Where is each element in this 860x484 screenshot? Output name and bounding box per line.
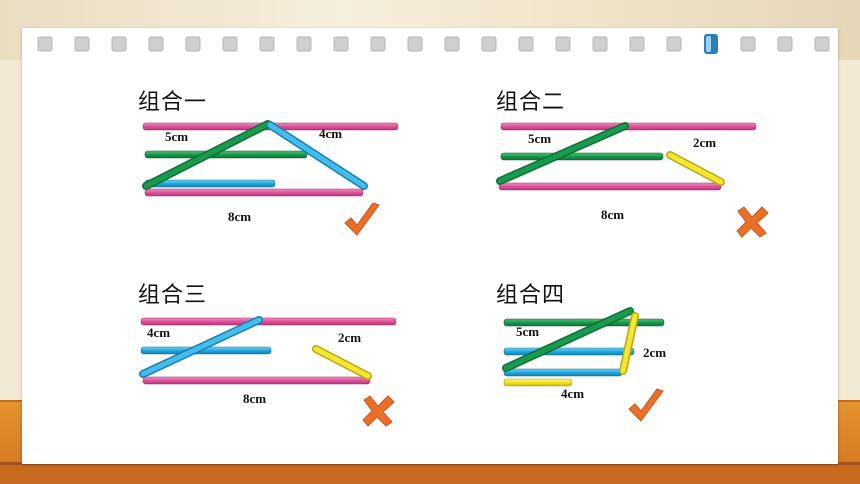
combo-4-label-5cm: 5cm: [516, 324, 540, 339]
paper-sheet: [22, 28, 838, 464]
combo-1-label-4cm: 4cm: [319, 126, 343, 141]
check-mark-icon: [628, 388, 664, 422]
pink-stick-base: [142, 376, 371, 385]
pink-stick-base: [498, 182, 722, 191]
combo-4-title: 组合四: [496, 283, 566, 308]
blue-stick: [503, 347, 635, 356]
combo-1-title: 组合一: [138, 90, 208, 115]
combo-1-label-5cm: 5cm: [165, 129, 189, 144]
binder-holes: [37, 34, 830, 54]
green-stick: [503, 318, 665, 327]
combo-2-sticks: [496, 122, 757, 191]
combo-4-label-4cm: 4cm: [561, 386, 585, 401]
combo-3-label-8cm: 8cm: [243, 391, 267, 406]
yellow-stick: [503, 378, 573, 387]
combo-3-label-4cm: 4cm: [147, 325, 171, 340]
combo-3-label-2cm: 2cm: [338, 330, 362, 345]
combo-2-label-5cm: 5cm: [528, 131, 552, 146]
combo-1-label-8cm: 8cm: [228, 209, 252, 224]
combo-2-label-2cm: 2cm: [693, 135, 717, 150]
combo-3-sticks: [139, 316, 397, 385]
pink-stick: [140, 317, 397, 326]
green-stick: [500, 152, 664, 161]
cross-mark-icon: [736, 206, 769, 238]
combo-1-sticks: [142, 120, 399, 197]
combo-4-sticks: [502, 307, 665, 387]
combo-4-label-2cm: 2cm: [643, 345, 667, 360]
check-mark-icon: [344, 202, 380, 236]
green-stick: [144, 150, 308, 159]
pink-stick-base: [144, 188, 364, 197]
blue-stick-lower: [503, 368, 623, 377]
combo-2-title: 组合二: [496, 90, 566, 115]
combo-3-title: 组合三: [138, 283, 208, 308]
combo-2-label-8cm: 8cm: [601, 207, 625, 222]
cross-mark-icon: [362, 395, 395, 427]
